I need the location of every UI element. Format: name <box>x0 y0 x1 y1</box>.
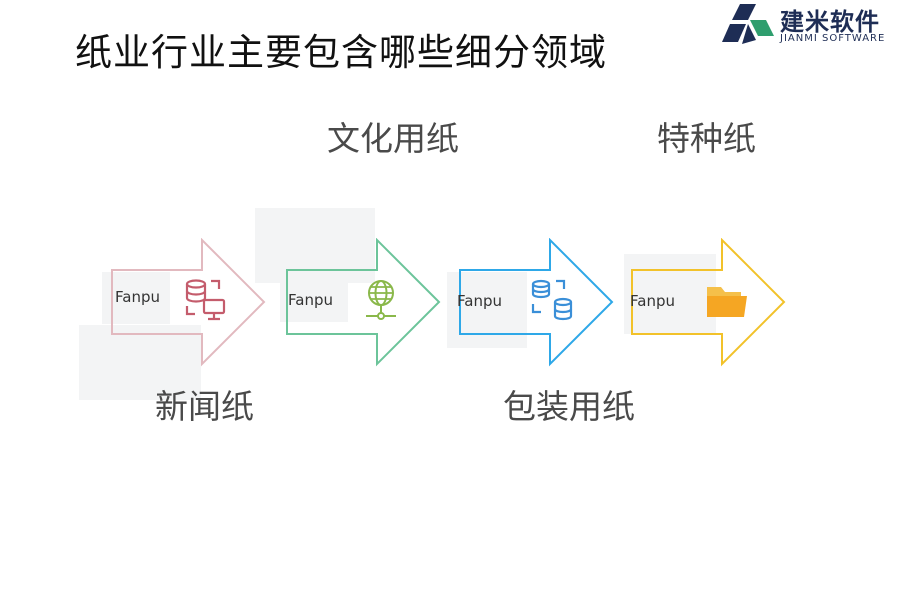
category-label-culture-paper: 文化用纸 <box>327 119 459 158</box>
database-sync-icon <box>531 279 573 321</box>
category-label-packaging-paper: 包装用纸 <box>503 387 635 426</box>
watermark-box <box>624 254 716 334</box>
globe-network-icon <box>366 280 396 320</box>
watermark-text: Fanpu <box>457 292 502 310</box>
arrow-step-2 <box>285 238 445 368</box>
watermark-text: Fanpu <box>115 288 160 306</box>
arrow-step-1 <box>110 238 270 368</box>
page-title: 纸业行业主要包含哪些细分领域 <box>75 31 607 74</box>
company-logo: 建米软件 JIANMI SOFTWARE <box>722 2 900 48</box>
watermark-box <box>102 272 170 324</box>
arrow-step-3 <box>458 238 618 368</box>
arrow-step-4 <box>630 238 790 368</box>
logo-mark-icon <box>722 4 774 44</box>
folder-icon <box>707 287 747 317</box>
category-label-special-paper: 特种纸 <box>657 119 756 158</box>
logo-name-cn: 建米软件 <box>780 8 880 36</box>
watermark-text: Fanpu <box>630 292 675 310</box>
category-label-newsprint: 新闻纸 <box>155 387 254 426</box>
watermark-box <box>280 282 348 322</box>
watermark-text: Fanpu <box>288 291 333 309</box>
database-monitor-icon <box>185 279 226 321</box>
logo-name-en: JIANMI SOFTWARE <box>780 33 886 44</box>
watermark-box <box>79 325 201 400</box>
